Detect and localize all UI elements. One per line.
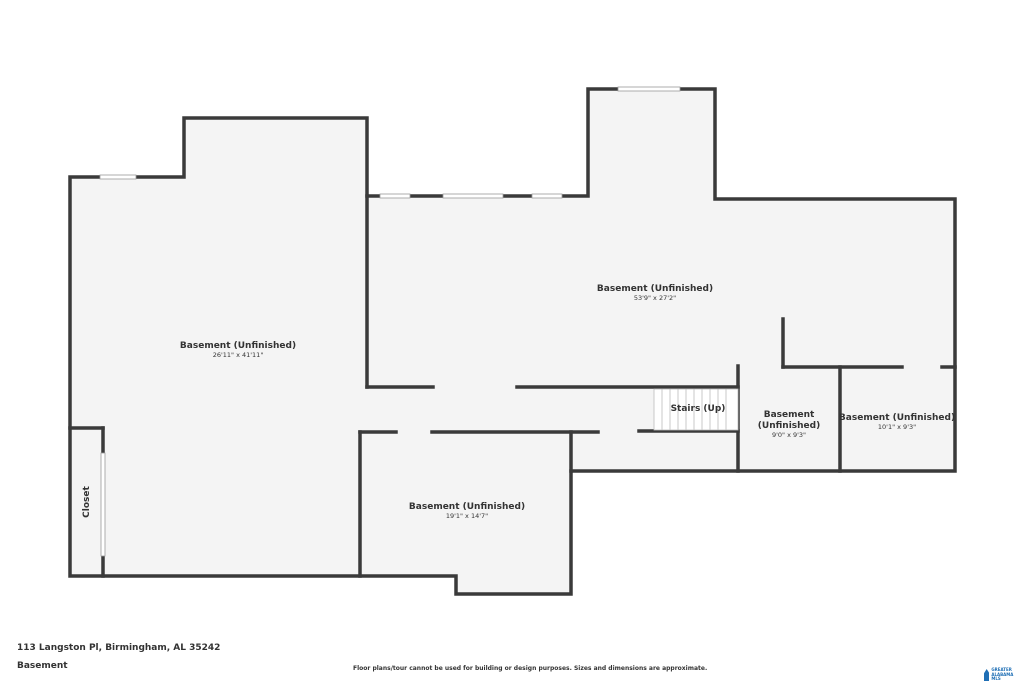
disclaimer: Floor plans/tour cannot be used for buil…: [353, 665, 708, 672]
house-icon: [984, 669, 990, 681]
mls-logo-text: GREATER ALABAMA MLS: [991, 667, 1014, 682]
room-label-small-a-line1: Basement: [764, 410, 815, 420]
room-dims-bottom-center: 19'1" x 14'7": [446, 512, 488, 520]
mls-logo: GREATER ALABAMA MLS: [984, 667, 1024, 683]
stairs-label: Stairs (Up): [671, 404, 726, 414]
room-dims-left: 26'11" x 41'11": [213, 351, 264, 359]
room-label-small-a-line2: (Unfinished): [758, 421, 820, 431]
property-address: 113 Langston Pl, Birmingham, AL 35242: [17, 643, 221, 653]
windows: [99, 86, 681, 557]
closet-label: Closet: [82, 485, 92, 517]
room-dims-small-b: 10'1" x 9'3": [878, 423, 916, 431]
room-dims-upper-right: 53'9" x 27'2": [634, 294, 676, 302]
floor-fill: [70, 89, 955, 594]
room-label-upper-right: Basement (Unfinished): [597, 284, 713, 294]
floor-name: Basement: [17, 661, 68, 671]
stairs: [653, 388, 739, 431]
room-dims-small-a: 9'0" x 9'3": [772, 431, 806, 439]
room-label-left: Basement (Unfinished): [180, 341, 296, 351]
room-label-small-b: Basement (Unfinished): [839, 413, 955, 423]
room-label-bottom-center: Basement (Unfinished): [409, 502, 525, 512]
